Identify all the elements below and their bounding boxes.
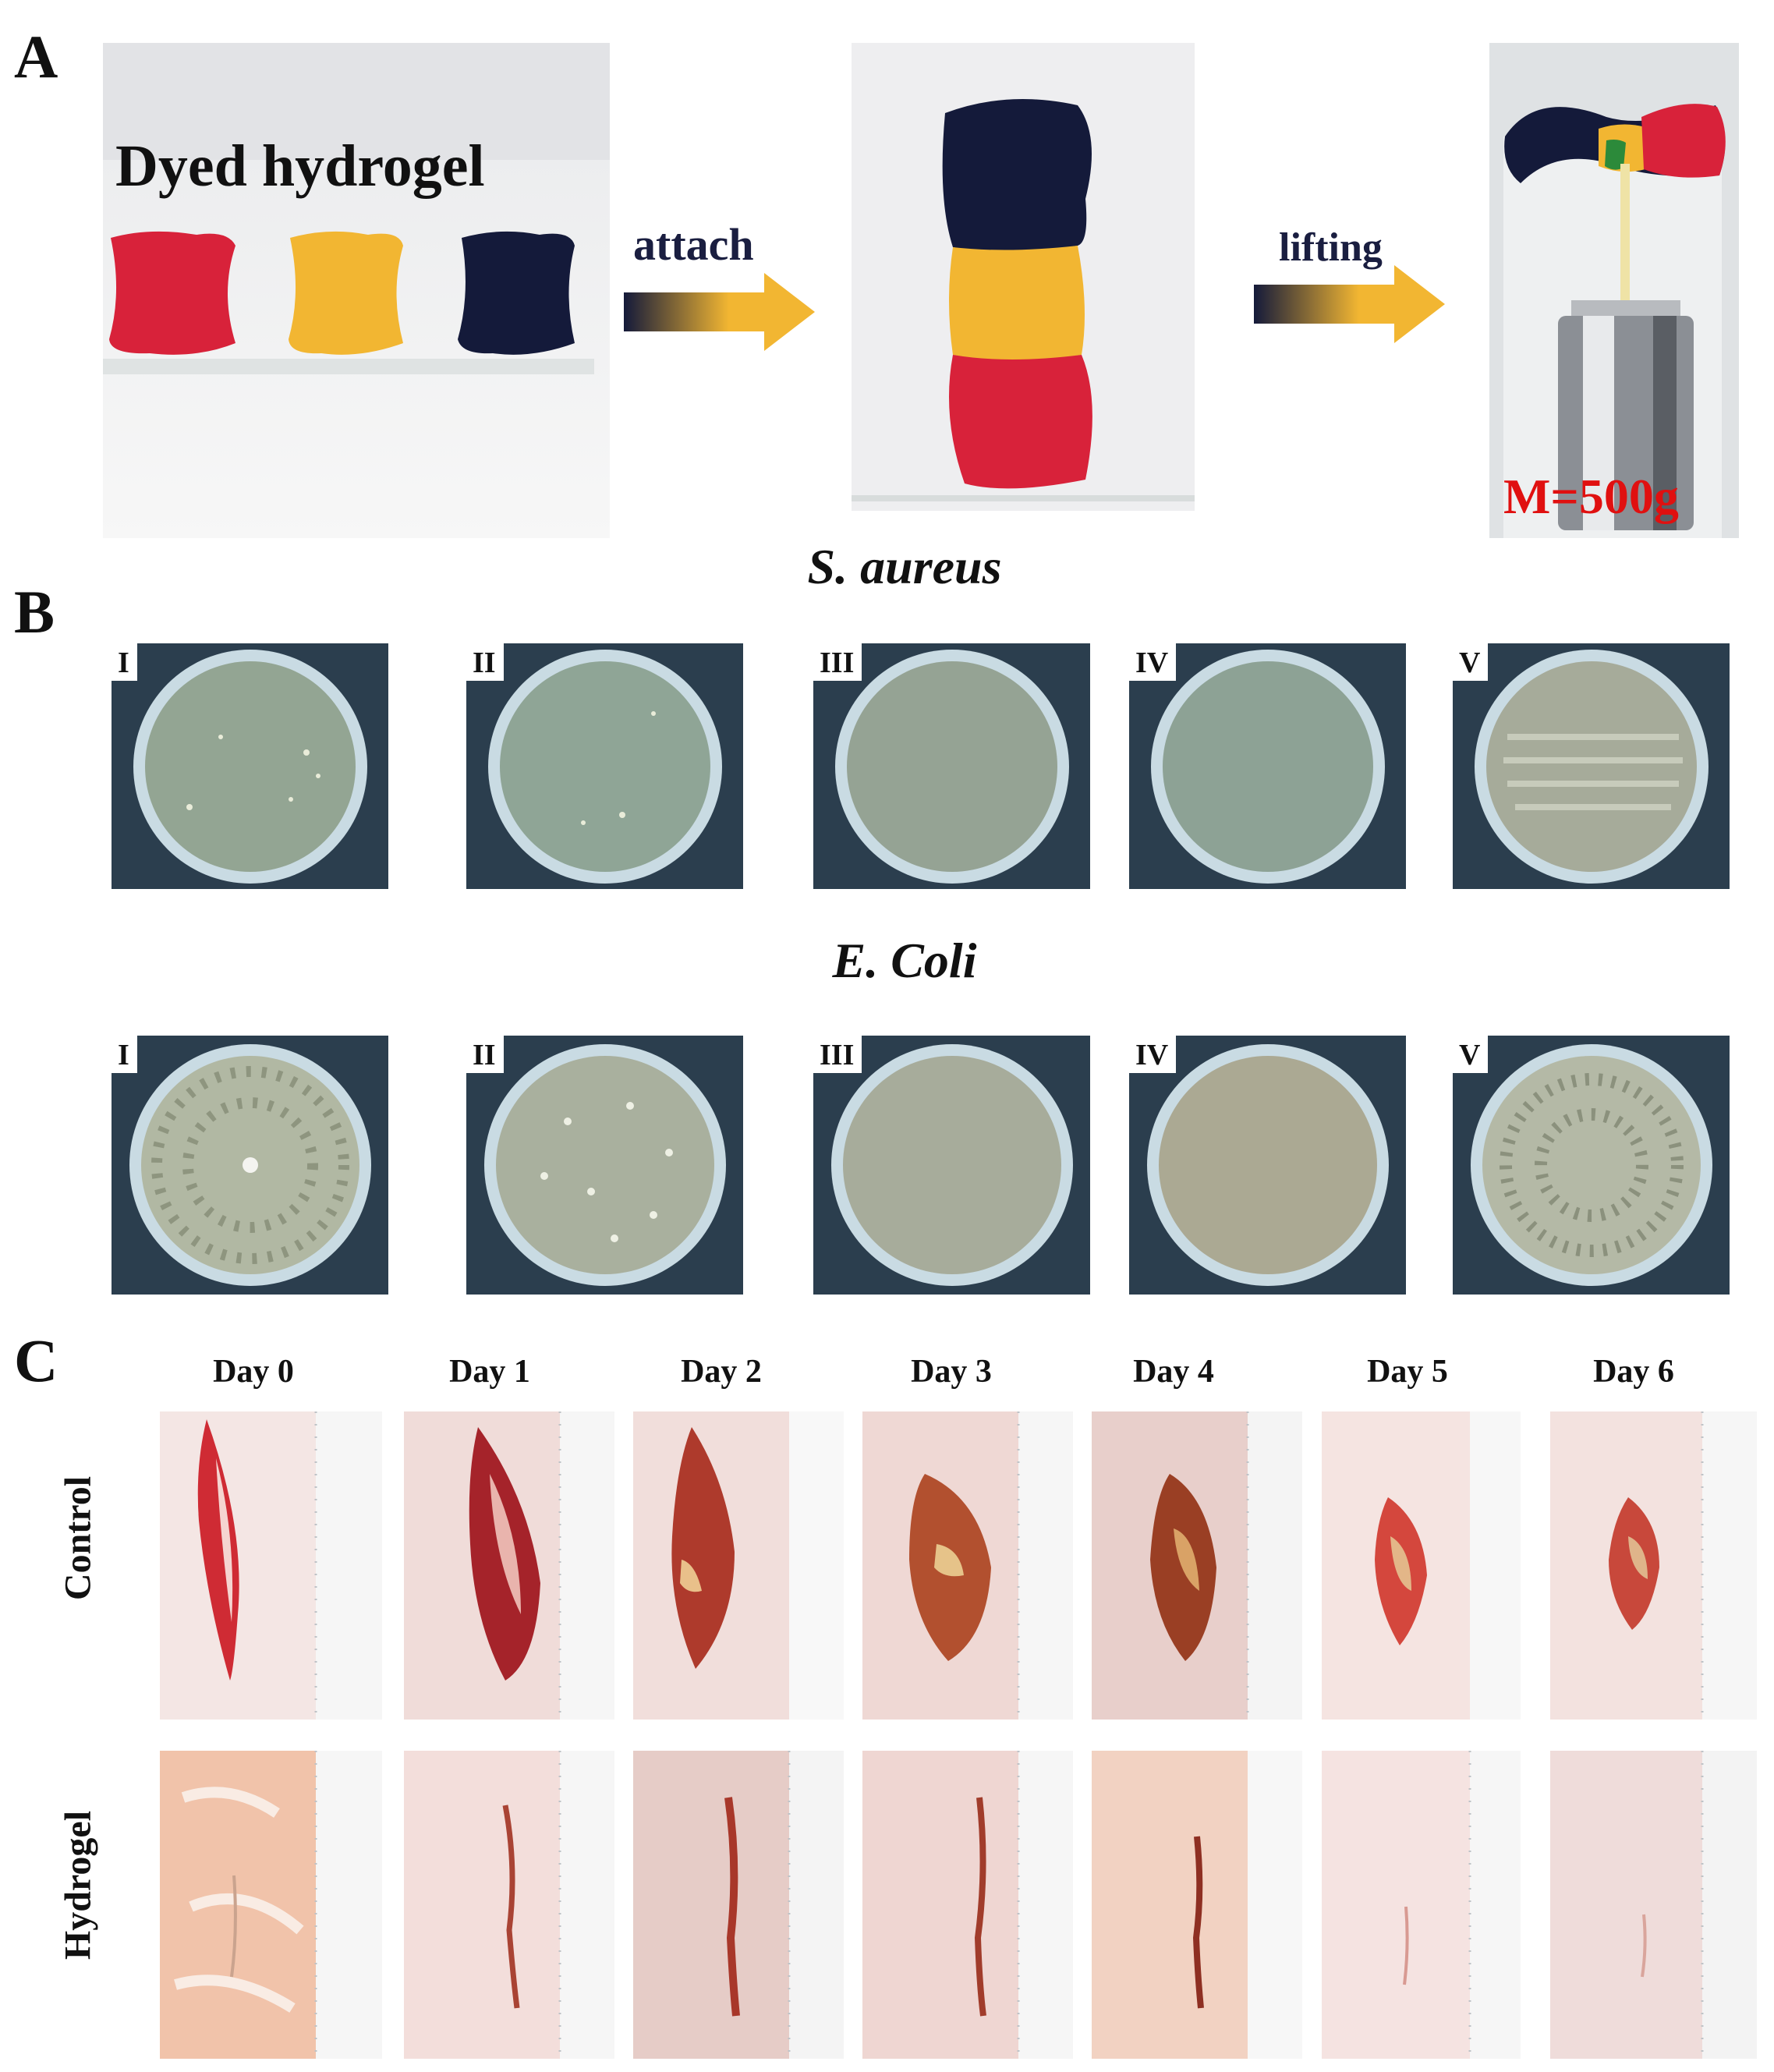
plate-label: IV <box>1129 1036 1177 1073</box>
control-wound-day-1 <box>404 1411 614 1720</box>
panel-label-a: A <box>14 23 58 90</box>
s-aureus-plate-3: III <box>813 643 1090 889</box>
control-wound-day-5 <box>1322 1411 1521 1720</box>
e-coli-plate-3: III <box>813 1036 1090 1295</box>
panel-label-c: C <box>14 1326 58 1394</box>
plate-label: I <box>112 643 137 681</box>
hydrogel-wound-day-2 <box>633 1751 844 2059</box>
e-coli-plate-4: IV <box>1129 1036 1406 1295</box>
day-header: Day 3 <box>911 1354 992 1390</box>
stacked-hydrogel-photo <box>852 43 1195 511</box>
control-wound-day-3 <box>862 1411 1073 1720</box>
s-aureus-plate-1: I <box>112 643 388 889</box>
s-aureus-plate-4: IV <box>1129 643 1406 889</box>
hydrogel-wound-day-5 <box>1322 1751 1521 2059</box>
panel-label-b: B <box>14 578 55 646</box>
dyed-hydrogel-label: Dyed hydrogel <box>115 133 485 199</box>
attach-label: attach <box>633 219 754 270</box>
e-coli-plate-1: I <box>112 1036 388 1295</box>
row-label-hydrogel: Hydrogel <box>57 1810 99 1960</box>
control-wound-day-2 <box>633 1411 844 1720</box>
row-label-control: Control <box>57 1475 99 1601</box>
plate-label: II <box>466 1036 504 1073</box>
plate-label: III <box>813 643 862 681</box>
day-header: Day 0 <box>213 1354 294 1390</box>
hydrogel-wound-day-0 <box>160 1751 382 2059</box>
hydrogel-wound-day-3 <box>862 1751 1073 2059</box>
day-header: Day 1 <box>449 1354 530 1390</box>
lifting-arrow-icon <box>1254 265 1445 343</box>
hydrogel-wound-day-6 <box>1550 1751 1757 2059</box>
control-wound-day-6 <box>1550 1411 1757 1720</box>
s-aureus-title: S. aureus <box>807 539 1002 594</box>
day-header: Day 5 <box>1367 1354 1448 1390</box>
dyed-hydrogel-photo <box>103 43 610 538</box>
e-coli-plate-5: V <box>1453 1036 1730 1295</box>
control-wound-day-4 <box>1092 1411 1302 1720</box>
day-header: Day 6 <box>1593 1354 1674 1390</box>
plate-label: IV <box>1129 643 1177 681</box>
e-coli-plate-2: II <box>466 1036 743 1295</box>
lifting-label: lifting <box>1279 225 1383 270</box>
hydrogel-wound-day-4 <box>1092 1751 1302 2059</box>
attach-arrow-icon <box>624 273 815 351</box>
hydrogel-wound-day-1 <box>404 1751 614 2059</box>
control-wound-day-0 <box>160 1411 382 1720</box>
plate-label: I <box>112 1036 137 1073</box>
plate-label: V <box>1453 1036 1489 1073</box>
day-header: Day 4 <box>1133 1354 1214 1390</box>
plate-label: II <box>466 643 504 681</box>
plate-label: V <box>1453 643 1489 681</box>
lifting-weight-photo <box>1489 43 1739 538</box>
e-coli-title: E. Coli <box>832 933 977 988</box>
s-aureus-plate-5: V <box>1453 643 1730 889</box>
plate-label: III <box>813 1036 862 1073</box>
day-header: Day 2 <box>681 1354 762 1390</box>
s-aureus-plate-2: II <box>466 643 743 889</box>
mass-label: M=500g <box>1503 469 1679 524</box>
